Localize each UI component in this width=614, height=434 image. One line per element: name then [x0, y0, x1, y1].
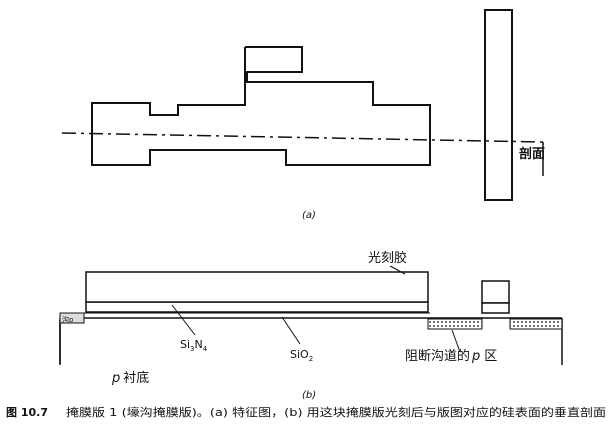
- left-implant-label: 沟p: [62, 315, 74, 324]
- leader-sio2: [281, 316, 301, 345]
- si3n4-layer: [85, 301, 429, 313]
- mask-layout-view: 剖面 (a): [61, 9, 545, 221]
- leader-photoresist: [389, 265, 406, 275]
- mask-feature: [91, 46, 431, 166]
- caption-text: 掩膜版 1 (壕沟掩膜版)。(a) 特征图，(b) 用这块掩膜版光刻后与版图对应…: [66, 405, 606, 419]
- figure-number: 图 10.7: [6, 406, 48, 419]
- section-label: 剖面: [519, 146, 545, 162]
- channel-stop-middle: [427, 318, 483, 330]
- part-a-label: (a): [302, 210, 316, 221]
- photoresist-small: [481, 280, 510, 304]
- mask-vertical-bar: [484, 9, 513, 201]
- part-b-label: (b): [302, 390, 316, 401]
- leader-si3n4: [171, 304, 196, 336]
- section-line: [61, 132, 544, 143]
- figure-caption: 图 10.7 掩膜版 1 (壕沟掩膜版)。(a) 特征图，(b) 用这块掩膜版光…: [6, 405, 606, 419]
- channel-stop-right: [509, 318, 563, 330]
- si3n4-label: Si3N4: [180, 338, 208, 353]
- photoresist-label: 光刻胶: [368, 250, 407, 266]
- si3n4-small: [481, 302, 510, 314]
- channel-stop-left: [59, 312, 85, 324]
- sio2-label: SiO2: [290, 348, 313, 363]
- photoresist-main: [85, 271, 429, 303]
- mask-feature-outline: [245, 48, 305, 75]
- leader-channel-stop: [451, 329, 461, 353]
